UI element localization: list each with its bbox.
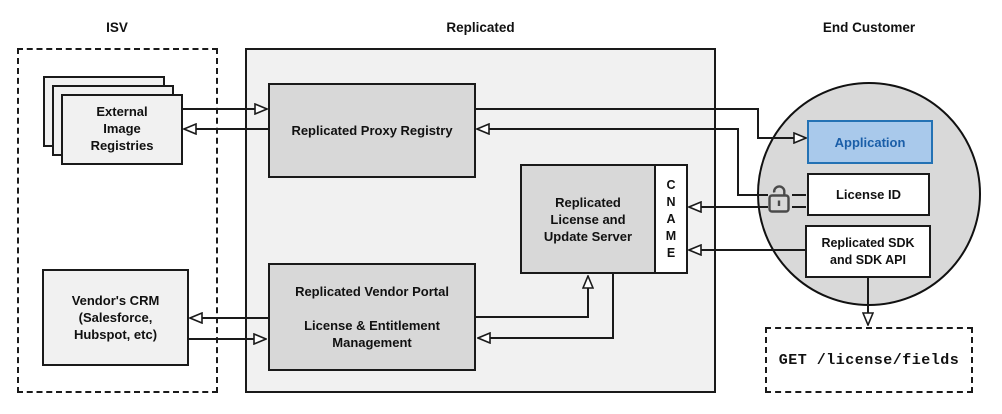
- cname-letter: E: [666, 245, 676, 260]
- proxy-registry-label: Replicated Proxy Registry: [291, 123, 453, 138]
- external-image-registries-node: External Image Registries: [61, 94, 183, 165]
- replicated-license-update-server-node: Replicated License and Update Server: [520, 164, 656, 274]
- crm-line: Vendor's CRM: [71, 293, 160, 308]
- get-license-fields-node: GET /license/fields: [765, 327, 973, 393]
- registries-line: Registries: [90, 138, 154, 153]
- cname-letter: C: [666, 177, 676, 192]
- isv-dashed-boundary: [17, 48, 218, 393]
- crm-line: Hubspot, etc): [73, 327, 158, 342]
- license-id-label: License ID: [835, 187, 902, 202]
- replicated-sdk-node: Replicated SDK and SDK API: [805, 225, 931, 278]
- cname-strip: C N A M E: [654, 164, 688, 274]
- lane-header-replicated: Replicated: [446, 20, 515, 35]
- registries-line: Image: [103, 121, 141, 136]
- license-server-line: License and: [550, 211, 626, 227]
- vendors-crm-node: Vendor's CRM (Salesforce, Hubspot, etc): [42, 269, 189, 366]
- application-node: Application: [807, 120, 933, 164]
- cname-letter: M: [665, 228, 677, 243]
- vendor-portal-line: License & Entitlement: [304, 318, 440, 333]
- get-request-label: GET /license/fields: [778, 351, 960, 369]
- sdk-line: Replicated SDK: [821, 235, 915, 250]
- cname-letter: N: [666, 194, 676, 209]
- license-server-line: Replicated: [555, 194, 621, 210]
- license-id-node: License ID: [807, 173, 930, 216]
- registries-line: External: [96, 104, 148, 119]
- license-server-line: Update Server: [543, 228, 633, 244]
- application-label: Application: [834, 134, 906, 150]
- replicated-proxy-registry-node: Replicated Proxy Registry: [268, 83, 476, 178]
- replicated-vendor-portal-node: Replicated Vendor Portal License & Entit…: [268, 263, 476, 371]
- vendor-portal-line: Management: [332, 335, 412, 350]
- lane-header-isv: ISV: [106, 20, 128, 35]
- cname-letter: A: [666, 211, 676, 226]
- vendor-portal-line: Replicated Vendor Portal: [295, 284, 449, 299]
- lane-header-end-customer: End Customer: [822, 20, 916, 35]
- crm-line: (Salesforce,: [78, 310, 153, 325]
- sdk-line: and SDK API: [830, 252, 906, 267]
